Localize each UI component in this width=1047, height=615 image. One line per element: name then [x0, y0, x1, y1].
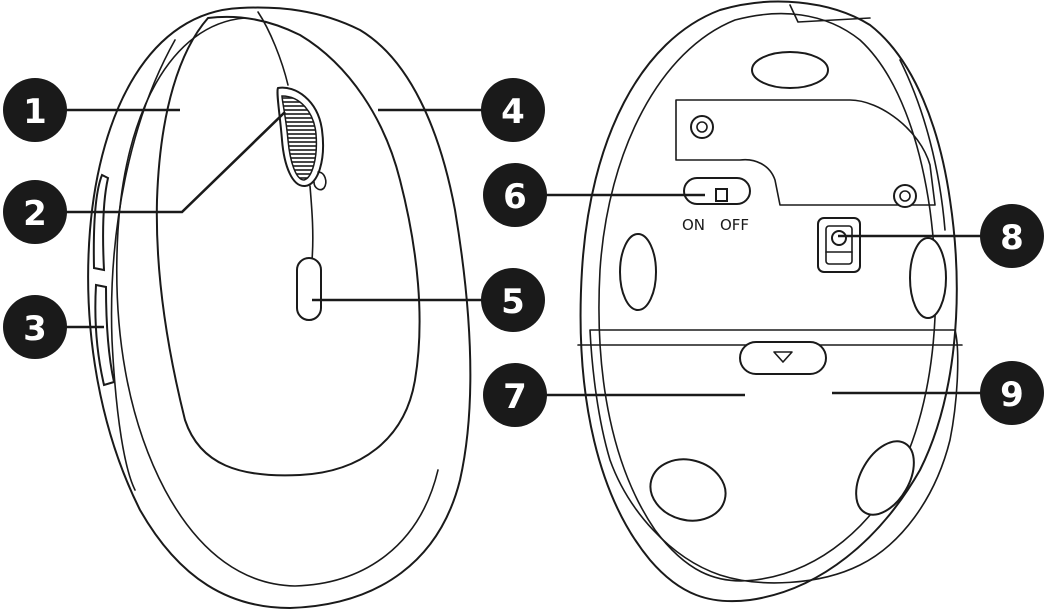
dpi-button [297, 258, 321, 320]
callout-number: 1 [23, 92, 47, 132]
callout-number: 3 [23, 309, 47, 349]
callout-badge-3: 3 [3, 295, 67, 359]
leader-2 [58, 112, 285, 212]
callout-badge-5: 5 [481, 268, 545, 332]
callout-number: 4 [501, 92, 525, 132]
dpi-connector-line [310, 186, 313, 260]
right-foot-pad [910, 238, 946, 318]
mouse-top-view [88, 8, 470, 608]
bottom-right-foot-pad [844, 431, 926, 524]
callout-number: 2 [23, 194, 47, 234]
switch-off-text: OFF [720, 216, 749, 234]
callout-badge-8: 8 [980, 204, 1044, 268]
callout-badges: 1 2 3 4 5 6 7 8 [3, 78, 1044, 427]
screw-top [691, 116, 713, 138]
battery-cover-latch [740, 342, 826, 374]
callout-number: 9 [1000, 375, 1024, 415]
top-foot-pad [752, 52, 828, 88]
button-split-line [258, 12, 288, 85]
screw-right [894, 185, 916, 207]
callout-badge-1: 1 [3, 78, 67, 142]
mouse-bottom-view: ON OFF [578, 2, 962, 602]
bottom-left-foot-pad [644, 451, 733, 529]
callout-number: 8 [1000, 218, 1024, 258]
callout-badge-2: 2 [3, 180, 67, 244]
callout-number: 7 [503, 377, 527, 417]
callout-number: 5 [501, 282, 525, 322]
left-foot-pad [620, 234, 656, 310]
power-switch-knob [716, 189, 727, 201]
callout-number: 6 [503, 177, 527, 217]
switch-on-text: ON [682, 216, 705, 234]
callout-badge-7: 7 [483, 363, 547, 427]
callout-badge-9: 9 [980, 361, 1044, 425]
callout-badge-6: 6 [483, 163, 547, 227]
sensor-lens [832, 231, 846, 245]
callout-badge-4: 4 [481, 78, 545, 142]
